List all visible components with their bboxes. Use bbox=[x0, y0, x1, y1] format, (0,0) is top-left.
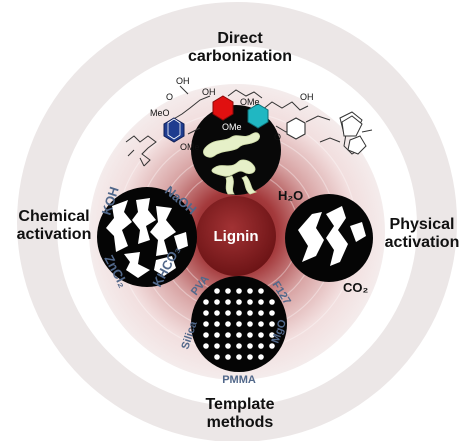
direct-label-line1: Direct bbox=[217, 30, 263, 47]
template-pore-dot bbox=[214, 321, 220, 327]
template-methods-label: Template methods bbox=[180, 396, 300, 433]
physical-label-line1: Physical bbox=[389, 216, 455, 233]
template-pore-dot bbox=[247, 321, 253, 327]
o-label-2: O bbox=[166, 92, 173, 102]
template-pore-dot bbox=[236, 288, 242, 294]
template-pore-dot bbox=[225, 299, 231, 305]
template-pore-dot bbox=[203, 299, 209, 305]
physical-activation-label: Physical activation bbox=[376, 216, 468, 253]
template-pore-dot bbox=[269, 343, 275, 349]
template-pore-dot bbox=[203, 310, 209, 316]
h2o-label: H₂O bbox=[278, 188, 303, 203]
template-methods-sphere bbox=[191, 276, 287, 372]
physical-label-line2: activation bbox=[384, 234, 460, 252]
blue-ring-bond bbox=[167, 118, 181, 140]
chemical-activation-label: Chemical activation bbox=[8, 208, 100, 245]
template-pore-dot bbox=[203, 321, 209, 327]
oh-label-1: OH bbox=[202, 87, 216, 97]
furan-ring-2 bbox=[347, 135, 367, 155]
oh-label-2: OH bbox=[176, 76, 190, 86]
meo-label-1: MeO bbox=[150, 108, 170, 118]
chemical-activation-sphere bbox=[97, 187, 197, 287]
chemical-label-line1: Chemical bbox=[18, 208, 90, 225]
template-pore-dot bbox=[269, 332, 275, 338]
template-pore-dot bbox=[247, 332, 253, 338]
ome-label-3: OMe bbox=[222, 122, 242, 132]
ome-label-2: OMe bbox=[240, 97, 260, 107]
template-pore-dot bbox=[225, 310, 231, 316]
center-label: Lignin bbox=[214, 228, 259, 245]
template-pore-dot bbox=[203, 332, 209, 338]
template-pore-dot bbox=[214, 332, 220, 338]
ome-label-1: OMe bbox=[180, 142, 200, 152]
template-pore-dot bbox=[225, 343, 231, 349]
template-pore-dot bbox=[214, 299, 220, 305]
template-pore-dot bbox=[214, 288, 220, 294]
oh-label-3: OH bbox=[300, 92, 314, 102]
template-pore-dot bbox=[214, 343, 220, 349]
template-pore-dot bbox=[236, 343, 242, 349]
direct-label-line2: carbonization bbox=[187, 48, 292, 66]
template-pore-dot bbox=[258, 288, 264, 294]
direct-carbonization-label: Direct carbonization bbox=[170, 30, 310, 67]
template-pore-dot bbox=[247, 354, 253, 360]
template-pore-dot bbox=[258, 332, 264, 338]
template-pore-dot bbox=[258, 321, 264, 327]
template-pore-dot bbox=[225, 321, 231, 327]
template-pore-dot bbox=[247, 343, 253, 349]
template-pore-dot bbox=[225, 332, 231, 338]
physical-activation-sphere bbox=[285, 194, 373, 282]
template-label-line1: Template bbox=[205, 396, 275, 413]
template-pore-dot bbox=[269, 299, 275, 305]
template-pore-dot bbox=[258, 343, 264, 349]
template-pore-dot bbox=[258, 354, 264, 360]
template-pore-dot bbox=[236, 332, 242, 338]
red-ring bbox=[212, 95, 234, 121]
template-label-line2: methods bbox=[206, 414, 274, 432]
template-pore-dot bbox=[269, 310, 275, 316]
template-pore-dot bbox=[236, 321, 242, 327]
template-pore-dot bbox=[258, 310, 264, 316]
template-pore-dot bbox=[247, 299, 253, 305]
template-pore-dot bbox=[247, 310, 253, 316]
template-pore-dot bbox=[214, 354, 220, 360]
template-pore-dot bbox=[225, 288, 231, 294]
structure-labels: MeO OMe OMe OMe OH OH OH O O bbox=[150, 76, 314, 152]
aryl-ring bbox=[286, 117, 306, 140]
template-pore-dot bbox=[269, 321, 275, 327]
physical-agents: H₂O CO₂ bbox=[278, 188, 369, 295]
template-pore-dot bbox=[203, 343, 209, 349]
template-pore-dot bbox=[236, 310, 242, 316]
template-pore-dot bbox=[258, 299, 264, 305]
template-pore-dot bbox=[225, 354, 231, 360]
chemical-label-line2: activation bbox=[16, 226, 92, 244]
pmma-label: PMMA bbox=[222, 374, 256, 386]
template-pore-dot bbox=[214, 310, 220, 316]
template-pore-dot bbox=[236, 299, 242, 305]
furan-ring bbox=[341, 115, 363, 137]
co2-label: CO₂ bbox=[343, 280, 369, 295]
template-pore-dot bbox=[236, 354, 242, 360]
lignin-core bbox=[196, 196, 276, 276]
cyan-ring bbox=[247, 103, 269, 129]
template-pore-dot bbox=[247, 288, 253, 294]
o-label-1: O bbox=[274, 132, 281, 142]
